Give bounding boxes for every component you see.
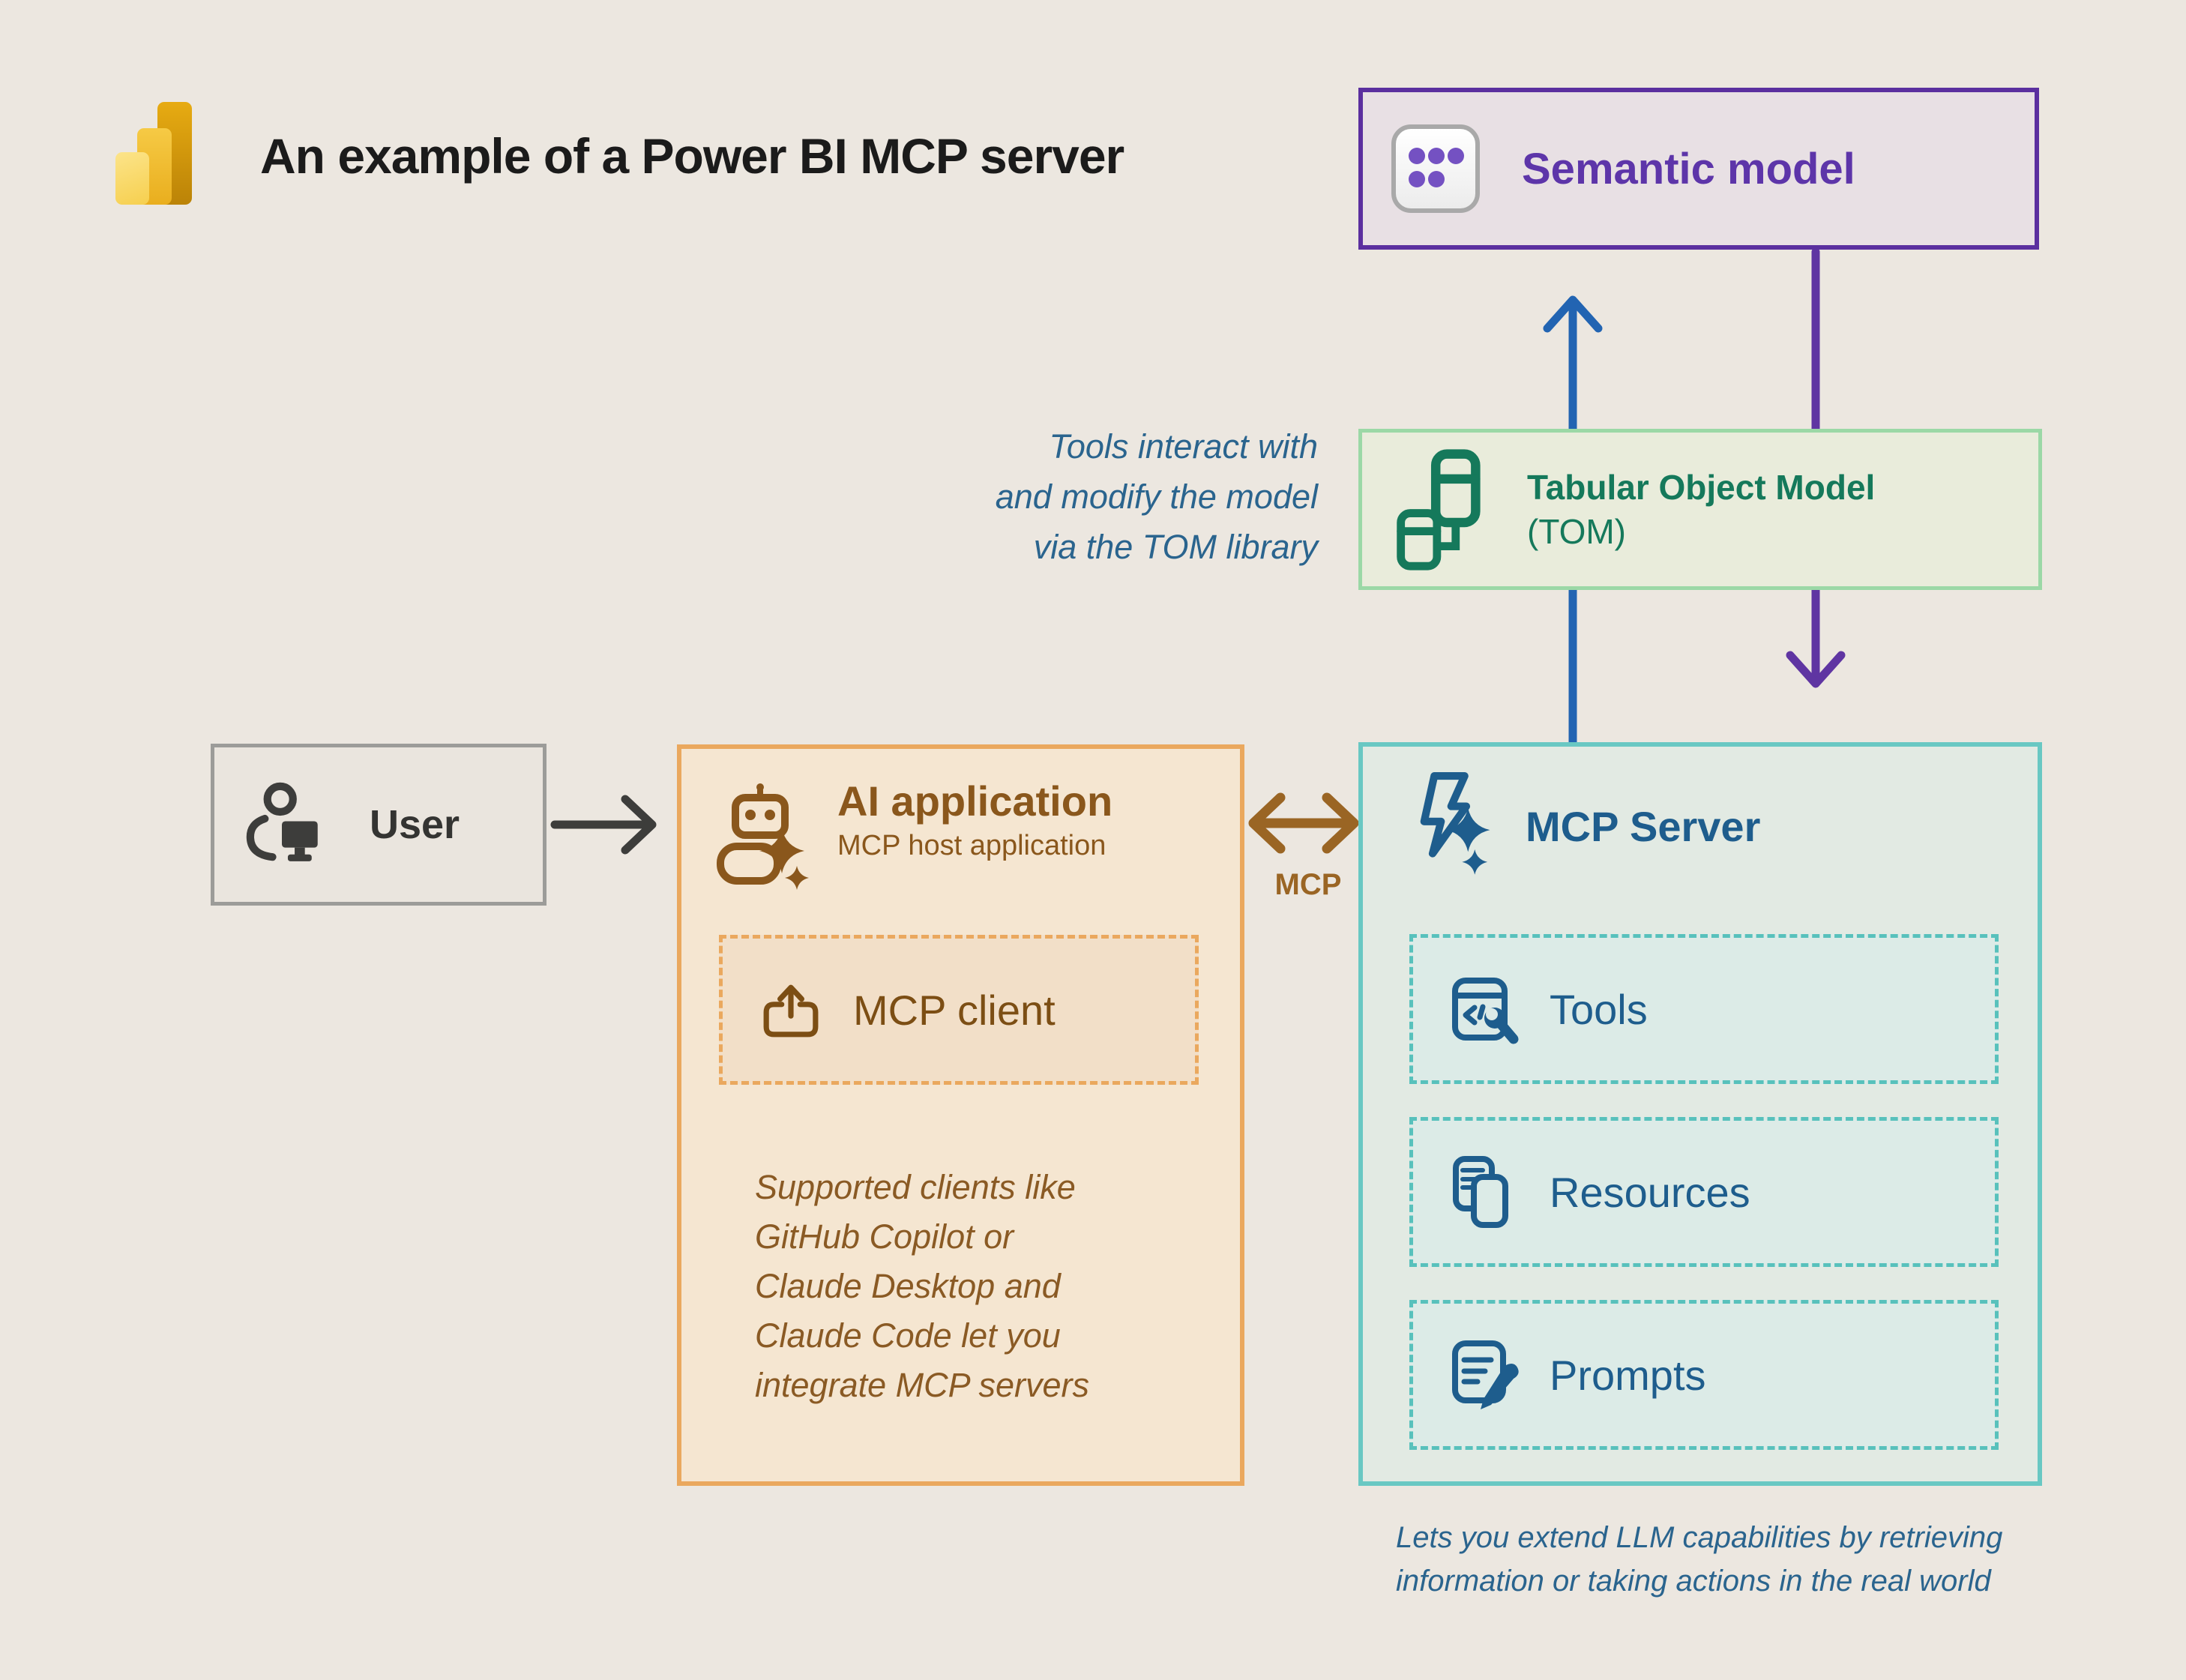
prompts-box: Prompts [1409, 1300, 1999, 1450]
note-pen-icon [1448, 1337, 1523, 1412]
ai-application-box: AI application MCP host application MCP … [677, 744, 1244, 1486]
ai-annotation-line: integrate MCP servers [755, 1366, 1089, 1404]
ai-annotation-line: Claude Code let you [755, 1316, 1061, 1355]
object-model-icon [1397, 448, 1481, 570]
tom-annotation: Tools interact with and modify the model… [996, 421, 1318, 572]
ai-annotation-line: GitHub Copilot or [755, 1217, 1014, 1256]
tools-label: Tools [1550, 985, 1648, 1033]
resources-box: Resources [1409, 1117, 1999, 1267]
tools-box: Tools [1409, 934, 1999, 1084]
ai-robot-sparkle-icon [717, 783, 809, 890]
tom-annotation-line: and modify the model [995, 478, 1318, 516]
page-title: An example of a Power BI MCP server [260, 128, 1124, 184]
tabular-object-model-box: Tabular Object Model (TOM) [1358, 429, 2042, 590]
user-box: User [211, 744, 546, 906]
user-to-ai-arrow [550, 795, 657, 855]
mcp-server-header: MCP Server [1399, 769, 1760, 883]
server-annotation-line: information or taking actions in the rea… [1396, 1565, 1991, 1598]
power-bi-logo-icon [115, 102, 198, 207]
prompts-label: Prompts [1550, 1351, 1706, 1399]
mcp-client-box: MCP client [719, 935, 1199, 1085]
resources-label: Resources [1550, 1168, 1750, 1216]
user-at-computer-icon [246, 782, 318, 861]
tom-subtitle: (TOM) [1527, 511, 1627, 551]
mcp-server-title: MCP Server [1526, 802, 1761, 850]
mcp-server-box: MCP Server Tools [1358, 742, 2042, 1486]
mcp-bidirectional-arrow [1248, 792, 1359, 854]
mcp-protocol-label: MCP [1274, 868, 1342, 901]
semantic-model-label: Semantic model [1522, 144, 1855, 193]
tom-annotation-line: Tools interact with [1049, 427, 1318, 466]
share-upload-icon [763, 984, 819, 1038]
user-label: User [370, 802, 460, 847]
ai-application-header: AI application MCP host application [713, 777, 1112, 894]
ai-annotation-line: Supported clients like [755, 1168, 1076, 1206]
power-bi-logo-bar [115, 152, 149, 205]
mcp-client-label: MCP client [853, 986, 1056, 1034]
lightning-sparkle-icon [1420, 772, 1490, 875]
ai-application-annotation: Supported clients like GitHub Copilot or… [755, 1163, 1089, 1410]
ai-annotation-line: Claude Desktop and [755, 1267, 1061, 1305]
ai-application-title: AI application [837, 777, 1113, 825]
documents-icon [1448, 1154, 1523, 1229]
tools-window-wrench-icon [1448, 973, 1523, 1045]
server-annotation-line: Lets you extend LLM capabilities by retr… [1396, 1521, 2003, 1554]
tom-annotation-line: via the TOM library [1033, 528, 1318, 566]
semantic-model-box: Semantic model [1358, 88, 2039, 250]
ai-application-subtitle: MCP host application [837, 830, 1106, 862]
semantic-model-icon [1391, 124, 1480, 213]
tom-title: Tabular Object Model [1527, 467, 1876, 507]
mcp-server-annotation: Lets you extend LLM capabilities by retr… [1396, 1516, 2002, 1603]
